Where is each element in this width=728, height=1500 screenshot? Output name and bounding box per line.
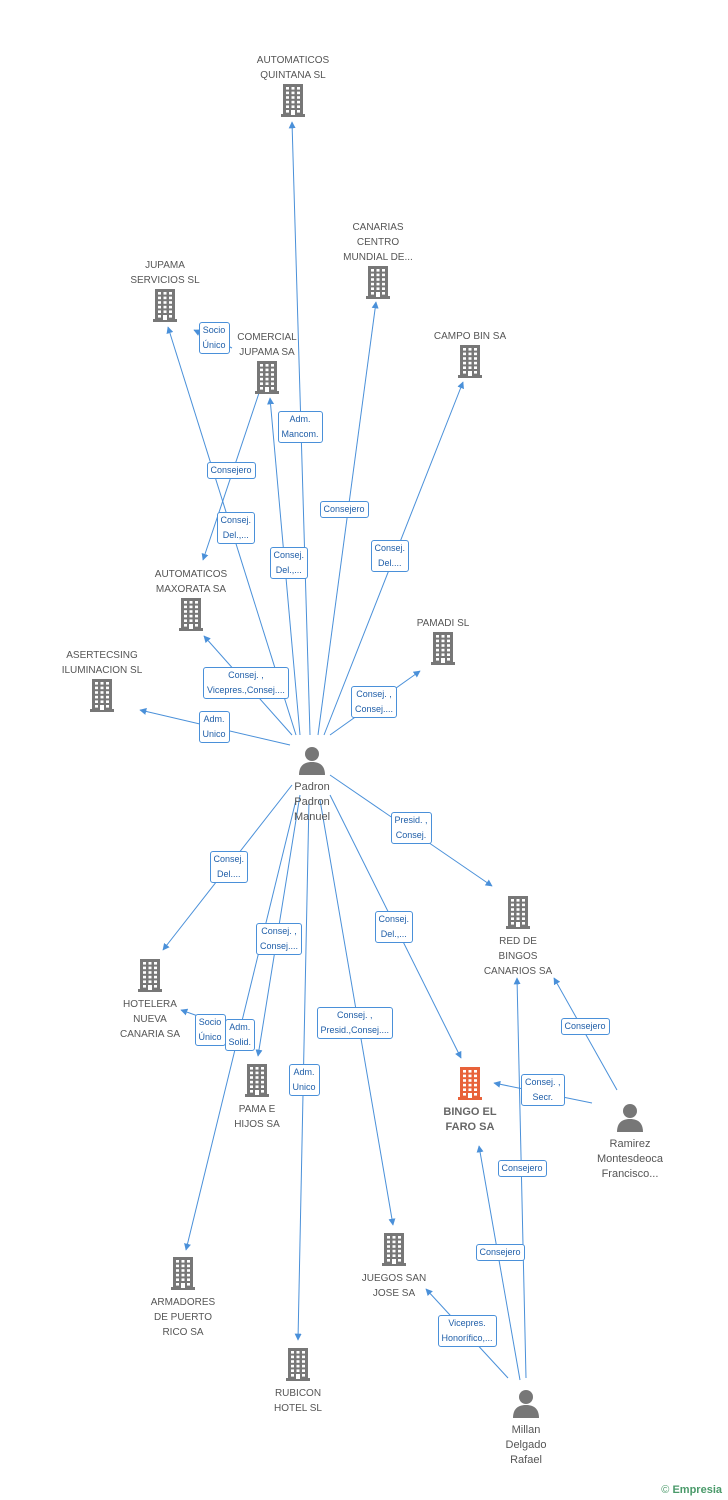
edge-label[interactable]: Adm. Unico xyxy=(288,1064,320,1096)
building-icon xyxy=(281,84,305,117)
edge-label[interactable]: Consej. Del.... xyxy=(370,540,410,572)
node-bingo-faro[interactable]: BINGO EL FARO SA xyxy=(425,1066,515,1135)
node-hotelera-nueva[interactable]: HOTELERA NUEVA CANARIA SA xyxy=(105,958,195,1042)
edge-millan-to-bingo-faro xyxy=(476,1145,521,1381)
node-label: COMERCIAL JUPAMA SA xyxy=(237,332,297,358)
node-label: Millan Delgado Rafael xyxy=(505,1424,547,1466)
edge-label[interactable]: Consej. , Consej.... xyxy=(351,686,398,718)
node-label: PAMADI SL xyxy=(416,618,470,629)
node-label: HOTELERA NUEVA CANARIA SA xyxy=(119,999,181,1040)
person-icon xyxy=(299,747,325,775)
edge-label[interactable]: Consejero xyxy=(475,1243,525,1261)
node-ramirez[interactable]: Ramirez Montesdeoca Francisco... xyxy=(585,1102,675,1182)
node-rubicon[interactable]: RUBICON HOTEL SL xyxy=(253,1347,343,1416)
node-pamadi[interactable]: PAMADI SL xyxy=(398,616,488,670)
edge-padron-to-canarias-centro xyxy=(317,301,379,736)
edge-label[interactable]: Socio Único xyxy=(198,322,230,354)
building-icon xyxy=(286,1348,310,1381)
edge-label[interactable]: Adm. Unico xyxy=(198,711,230,743)
node-comercial-jupama[interactable]: COMERCIAL JUPAMA SA xyxy=(222,330,312,399)
edge-label[interactable]: Consej. , Secr. xyxy=(521,1074,565,1106)
node-canarias-centro[interactable]: CANARIAS CENTRO MUNDIAL DE... xyxy=(333,220,423,304)
credit: © Empresia xyxy=(661,1484,722,1496)
node-asertecsing[interactable]: ASERTECSING ILUMINACION SL xyxy=(57,648,147,717)
node-millan[interactable]: Millan Delgado Rafael xyxy=(481,1388,571,1468)
building-icon xyxy=(171,1257,195,1290)
node-label: AUTOMATICOS MAXORATA SA xyxy=(154,569,228,595)
building-icon xyxy=(255,361,279,394)
node-label: JUPAMA SERVICIOS SL xyxy=(130,260,200,286)
person-icon xyxy=(617,1104,643,1132)
building-icon xyxy=(506,896,530,929)
node-label: Padron Padron Manuel xyxy=(293,781,331,823)
node-label: RUBICON HOTEL SL xyxy=(274,1388,322,1414)
node-armadores[interactable]: ARMADORES DE PUERTO RICO SA xyxy=(138,1256,228,1340)
edge-label[interactable]: Vicepres. Honorífico,... xyxy=(437,1315,497,1347)
building-icon xyxy=(431,632,455,665)
building-icon xyxy=(458,1067,482,1100)
edge-label[interactable]: Adm. Mancom. xyxy=(277,411,323,443)
building-icon xyxy=(153,289,177,322)
node-pama-hijos[interactable]: PAMA E HIJOS SA xyxy=(212,1063,302,1132)
node-label: AUTOMATICOS QUINTANA SL xyxy=(256,55,330,81)
edge-millan-to-red-bingos xyxy=(513,977,527,1379)
edge-label[interactable]: Consej. , Vicepres.,Consej.... xyxy=(203,667,289,699)
node-label: Ramirez Montesdeoca Francisco... xyxy=(596,1138,664,1180)
node-campo-bin[interactable]: CAMPO BIN SA xyxy=(425,329,515,383)
brand-name[interactable]: Empresia xyxy=(672,1484,722,1496)
edge-label[interactable]: Adm. Solid. xyxy=(224,1019,256,1051)
edge-label[interactable]: Consejero xyxy=(560,1017,610,1035)
edge-label[interactable]: Presid. , Consej. xyxy=(390,812,432,844)
edge-label[interactable]: Consej. Del.... xyxy=(209,851,249,883)
node-jupama-servicios[interactable]: JUPAMA SERVICIOS SL xyxy=(120,258,210,327)
node-label: JUEGOS SAN JOSE SA xyxy=(361,1273,427,1299)
building-icon xyxy=(179,598,203,631)
node-red-bingos[interactable]: RED DE BINGOS CANARIOS SA xyxy=(473,895,563,979)
node-automaticos-maxorata[interactable]: AUTOMATICOS MAXORATA SA xyxy=(146,567,236,636)
edge-label[interactable]: Consej. , Presid.,Consej.... xyxy=(316,1007,394,1039)
node-label: RED DE BINGOS CANARIOS SA xyxy=(483,936,553,977)
node-padron[interactable]: Padron Padron Manuel xyxy=(267,745,357,825)
copyright-symbol: © xyxy=(661,1484,670,1496)
building-icon xyxy=(138,959,162,992)
node-juegos-san-jose[interactable]: JUEGOS SAN JOSE SA xyxy=(349,1232,439,1301)
node-label: CANARIAS CENTRO MUNDIAL DE... xyxy=(343,222,413,263)
edge-label[interactable]: Consej. Del.,... xyxy=(374,911,414,943)
node-label: ARMADORES DE PUERTO RICO SA xyxy=(150,1297,216,1338)
building-icon xyxy=(366,266,390,299)
building-icon xyxy=(90,679,114,712)
node-label: BINGO EL FARO SA xyxy=(443,1106,497,1133)
edge-label[interactable]: Consejero xyxy=(319,500,369,518)
node-label: CAMPO BIN SA xyxy=(433,331,507,342)
edge-label[interactable]: Consej. Del.,... xyxy=(216,512,256,544)
building-icon xyxy=(245,1064,269,1097)
node-label: ASERTECSING ILUMINACION SL xyxy=(61,650,143,676)
person-icon xyxy=(513,1390,539,1418)
edge-label[interactable]: Consej. , Consej.... xyxy=(256,923,303,955)
edge-label[interactable]: Consejero xyxy=(497,1159,547,1177)
node-automaticos-quintana[interactable]: AUTOMATICOS QUINTANA SL xyxy=(248,53,338,122)
edge-label[interactable]: Consejero xyxy=(206,461,256,479)
edge-label[interactable]: Consej. Del.,... xyxy=(269,547,309,579)
edge-label[interactable]: Socio Único xyxy=(194,1014,226,1046)
building-icon xyxy=(458,345,482,378)
node-label: PAMA E HIJOS SA xyxy=(234,1104,280,1130)
building-icon xyxy=(382,1233,406,1266)
